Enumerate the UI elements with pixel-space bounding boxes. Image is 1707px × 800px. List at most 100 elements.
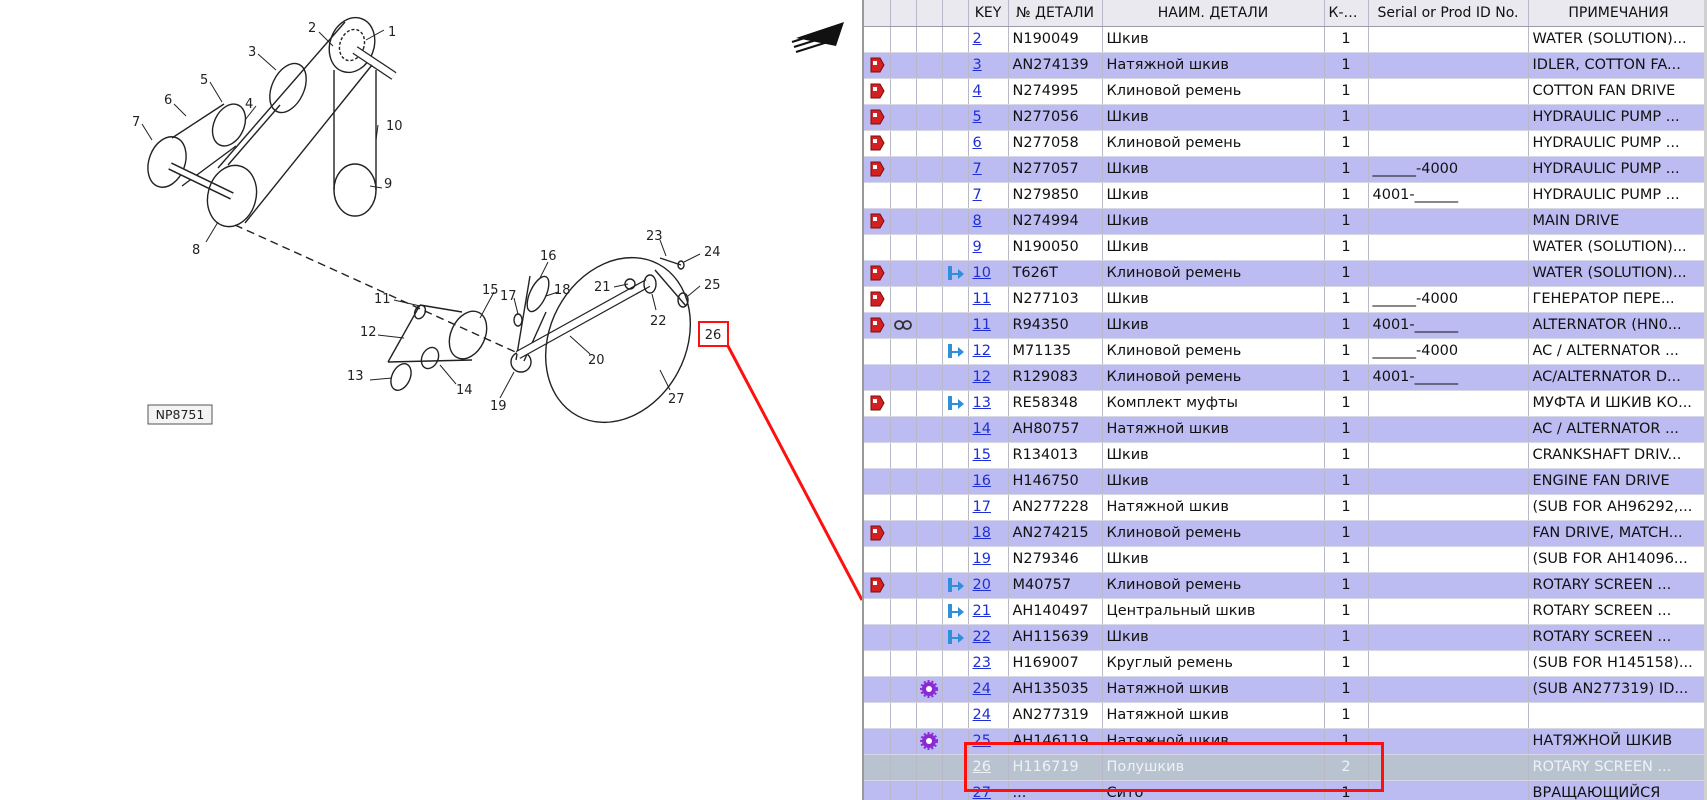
tag-icon[interactable] [868,83,886,99]
gear-icon[interactable] [920,732,938,750]
tag-cell[interactable] [864,312,891,339]
tag-icon[interactable] [868,57,886,73]
link-cell[interactable] [890,572,917,599]
key-link[interactable]: 9 [972,239,982,255]
gear-cell[interactable] [916,780,943,800]
sub-cell[interactable] [942,442,969,469]
sub-cell[interactable] [942,26,969,53]
col-name[interactable]: НАИМ. ДЕТАЛИ [1102,0,1325,27]
sub-cell[interactable] [942,182,969,209]
link-cell[interactable] [890,754,917,781]
sub-cell[interactable] [942,78,969,105]
gear-cell[interactable] [916,182,943,209]
tag-cell[interactable] [864,104,891,131]
key-link[interactable]: 6 [972,135,982,151]
sub-cell[interactable] [942,780,969,800]
col-qty[interactable]: К-ВО [1324,0,1369,27]
tag-cell[interactable] [864,208,891,235]
gear-cell[interactable] [916,26,943,53]
col-part-no[interactable]: № ДЕТАЛИ [1008,0,1103,27]
tag-cell[interactable] [864,702,891,729]
gear-cell[interactable] [916,650,943,677]
sub-cell[interactable] [942,546,969,573]
link-cell[interactable] [890,442,917,469]
tag-cell[interactable] [864,338,891,365]
tag-cell[interactable] [864,390,891,417]
link-cell[interactable] [890,598,917,625]
key-link[interactable]: 15 [972,447,991,463]
gear-cell[interactable] [916,338,943,365]
tag-cell[interactable] [864,494,891,521]
col-remarks[interactable]: ПРИМЕЧАНИЯ [1528,0,1707,27]
tag-cell[interactable] [864,286,891,313]
sub-cell[interactable] [942,156,969,183]
gear-cell[interactable] [916,468,943,495]
tag-icon[interactable] [868,395,886,411]
sub-cell[interactable] [942,364,969,391]
tag-icon[interactable] [868,109,886,125]
tag-cell[interactable] [864,416,891,443]
tag-icon[interactable] [868,317,886,333]
key-link[interactable]: 5 [972,109,982,125]
link-cell[interactable] [890,650,917,677]
gear-cell[interactable] [916,702,943,729]
tag-cell[interactable] [864,234,891,261]
tag-icon[interactable] [868,291,886,307]
key-link[interactable]: 11 [972,317,991,333]
sub-cell[interactable] [942,754,969,781]
key-link[interactable]: 12 [972,369,991,385]
sub-cell[interactable] [942,234,969,261]
link-cell[interactable] [890,130,917,157]
key-link[interactable]: 24 [972,681,991,697]
key-link[interactable]: 4 [972,83,982,99]
link-cell[interactable] [890,468,917,495]
key-link[interactable]: 24 [972,707,991,723]
gear-cell[interactable] [916,546,943,573]
tag-cell[interactable] [864,624,891,651]
link-cell[interactable] [890,286,917,313]
gear-cell[interactable] [916,494,943,521]
link-cell[interactable] [890,780,917,800]
link-cell[interactable] [890,416,917,443]
key-link[interactable]: 3 [972,57,982,73]
gear-cell[interactable] [916,572,943,599]
tag-cell[interactable] [864,156,891,183]
link-cell[interactable] [890,624,917,651]
col-link[interactable] [890,0,917,27]
tag-cell[interactable] [864,130,891,157]
gear-cell[interactable] [916,78,943,105]
tag-icon[interactable] [868,577,886,593]
tag-cell[interactable] [864,260,891,287]
tag-cell[interactable] [864,78,891,105]
gear-cell[interactable] [916,312,943,339]
sub-cell[interactable] [942,208,969,235]
gear-cell[interactable] [916,390,943,417]
tag-cell[interactable] [864,442,891,469]
link-cell[interactable] [890,26,917,53]
link-cell[interactable] [890,520,917,547]
gear-cell[interactable] [916,364,943,391]
key-link[interactable]: 7 [972,187,982,203]
link-cell[interactable] [890,390,917,417]
substitution-icon[interactable] [945,343,965,359]
key-link[interactable]: 11 [972,291,991,307]
tag-cell[interactable] [864,182,891,209]
key-link[interactable]: 10 [972,265,991,281]
key-link[interactable]: 21 [972,603,991,619]
sub-cell[interactable] [942,312,969,339]
